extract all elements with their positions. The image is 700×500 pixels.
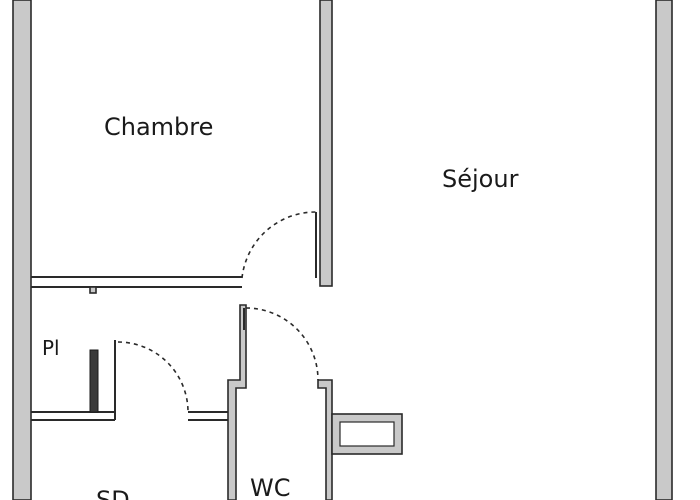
wc-door-swing [245, 307, 319, 381]
right-exterior-wall [655, 0, 673, 500]
placard-shelf [89, 349, 99, 413]
wc-right-wall [317, 379, 333, 500]
room-label-sd: SD [96, 486, 130, 500]
chambre-wall-notch [89, 286, 97, 294]
room-label-placard: Pl [42, 336, 60, 360]
wc-duct-inner [339, 421, 395, 447]
room-label-chambre: Chambre [104, 113, 213, 141]
placard-door-swing [117, 341, 189, 413]
chambre-right-wall [319, 0, 333, 287]
chambre-door-swing [241, 211, 317, 279]
room-label-sejour: Séjour [442, 165, 519, 193]
room-label-wc: WC [250, 474, 291, 500]
wc-left-wall [227, 304, 247, 500]
left-exterior-wall [12, 0, 32, 500]
